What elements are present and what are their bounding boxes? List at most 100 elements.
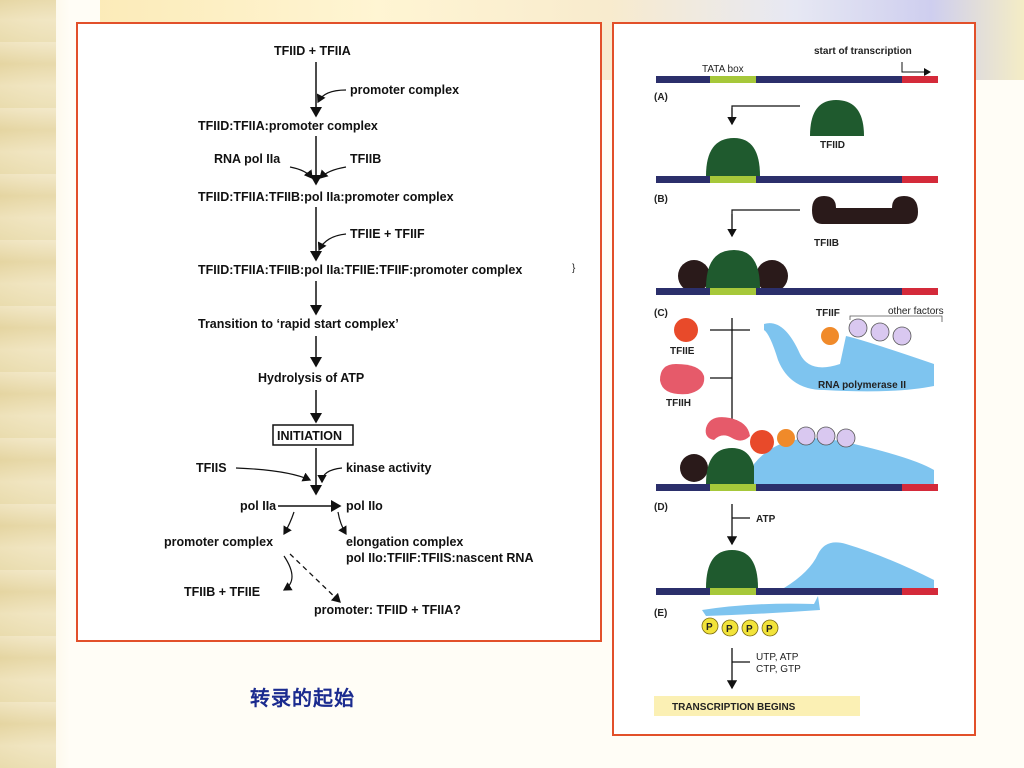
step-atp-hydrolysis: Hydrolysis of ATP <box>258 371 364 385</box>
phosphate-3-label: P <box>746 624 753 635</box>
label-tfiis: TFIIS <box>196 461 227 475</box>
pathway-diagram: TFIID + TFIIA promoter complex TFIID:TFI… <box>164 44 576 617</box>
tfiif-bound <box>777 429 795 447</box>
label-start-transcription: start of transcription <box>814 46 912 57</box>
other-factor-3 <box>892 326 912 346</box>
label-promoter-complex-out: promoter complex <box>164 535 273 549</box>
tfiib-right-c <box>756 260 788 292</box>
panel-label-c: (C) <box>654 308 668 319</box>
phosphate-1 <box>701 617 719 635</box>
label-ntp-1: UTP, ATP <box>756 652 799 663</box>
panel-label-d: (D) <box>654 502 668 513</box>
label-promoter-complex-in: promoter complex <box>350 83 459 97</box>
other-factor-2 <box>870 322 890 342</box>
tfiif-protein-c <box>821 327 839 345</box>
label-pol-iia: pol IIa <box>240 499 277 513</box>
arrow-tfiib-bind <box>731 209 800 234</box>
phosphate-2 <box>721 619 739 637</box>
dna-strand-a <box>656 76 938 83</box>
label-tata-box: TATA box <box>702 64 744 75</box>
panel-label-e: (E) <box>654 608 667 619</box>
tfiib-protein <box>812 196 918 224</box>
arrow-tfiid-bind <box>731 105 800 120</box>
phosphate-3 <box>741 619 759 637</box>
tata-box-a <box>710 76 756 83</box>
label-tfiib-in: TFIIB <box>350 152 381 166</box>
label-tfiif: TFIIF <box>816 308 840 319</box>
rna-polymerase-e <box>784 542 934 592</box>
tfiih-protein <box>660 364 705 395</box>
tfiih-bound <box>705 417 750 441</box>
tfiib-left-d <box>680 454 708 482</box>
tfiid-protein-b <box>706 138 760 176</box>
label-tfiih: TFIIH <box>666 398 691 409</box>
arrow-start-site <box>901 62 931 76</box>
start-site-b <box>902 176 938 183</box>
rna-polymerase-d <box>754 438 934 484</box>
phosphate-1-label: P <box>706 622 713 633</box>
label-elongation-complex: elongation complex <box>346 535 463 549</box>
step-tfiid-tfiia: TFIID + TFIIA <box>274 44 351 58</box>
arrow-promoter-in <box>316 89 347 104</box>
tata-box-e <box>710 588 756 595</box>
label-transcription-begins: TRANSCRIPTION BEGINS <box>672 702 796 713</box>
begins-band <box>654 696 860 716</box>
label-rna-polymerase: RNA polymerase II <box>818 380 906 391</box>
panel-label-a: (A) <box>654 92 668 103</box>
label-elongation-detail: pol IIo:TFIIF:TFIIS:nascent RNA <box>346 551 534 565</box>
phosphate-2-label: P <box>726 624 733 635</box>
step-initiation: INITIATION <box>277 429 342 443</box>
arrow-pol-in <box>289 166 313 179</box>
phosphate-group: P P P P <box>701 617 779 637</box>
label-atp: ATP <box>756 514 776 525</box>
panel-label-b: (B) <box>654 194 668 205</box>
arrow-to-elongation <box>337 511 347 536</box>
label-ntp-2: CTP, GTP <box>756 664 801 675</box>
label-promoter-return: promoter: TFIID + TFIIA? <box>314 603 461 617</box>
tfiid-protein-d <box>706 448 756 484</box>
start-site-c <box>902 288 938 295</box>
start-site-a <box>902 76 938 83</box>
tfiie-bound <box>750 430 774 454</box>
arrow-tfiie-in <box>317 233 347 252</box>
label-rna-pol-iia: RNA pol IIa <box>214 152 281 166</box>
arrow-kinase <box>317 467 343 484</box>
arrow-promoter-return <box>289 553 341 603</box>
dna-strand-d <box>656 484 938 491</box>
polymerase-ctd-tail <box>702 596 820 616</box>
label-tfiid: TFIID <box>820 140 845 151</box>
phosphate-4 <box>761 619 779 637</box>
initiation-box <box>272 424 354 446</box>
other-factor-1 <box>848 318 868 338</box>
scan-mark: } <box>572 263 576 274</box>
label-pol-iio: pol IIo <box>346 499 383 513</box>
phosphate-4-label: P <box>766 624 773 635</box>
step-with-tfiib-pol: TFIID:TFIIA:TFIIB:pol IIa:promoter compl… <box>198 190 454 204</box>
tata-box-b <box>710 176 756 183</box>
dna-strand-b <box>656 176 938 183</box>
tfiie-protein <box>674 318 698 342</box>
arrow-tfiib-in <box>319 166 347 179</box>
pathway-diagram-panel: TFIID + TFIIA promoter complex TFIID:TFI… <box>76 22 602 642</box>
left-decor-strip <box>0 0 56 768</box>
arrow-tfiis <box>235 467 312 482</box>
tfiid-protein-c <box>706 250 760 288</box>
tata-box-c <box>710 288 756 295</box>
tfiib-left-c <box>678 260 710 292</box>
label-tfiib: TFIIB <box>814 238 839 249</box>
start-site-e <box>902 588 938 595</box>
dna-strand-c <box>656 288 938 295</box>
label-tfiie-tfiif-in: TFIIE + TFIIF <box>350 227 425 241</box>
slide-caption: 转录的起始 <box>250 686 355 710</box>
arrow-release-factors <box>282 555 293 591</box>
tata-box-d <box>710 484 756 491</box>
rna-polymerase-c <box>764 323 934 392</box>
step-rapid-start: Transition to ‘rapid start complex’ <box>198 317 399 331</box>
step-preinitiation-complex: TFIID:TFIIA:TFIIB:pol IIa:TFIIE:TFIIF:pr… <box>198 263 522 277</box>
dna-strand-e <box>656 588 938 595</box>
tfiid-protein-a <box>810 100 864 136</box>
label-tfiie: TFIIE <box>670 346 695 357</box>
label-other-factors: other factors <box>888 306 944 317</box>
arrow-to-promoter-complex <box>283 511 295 536</box>
tfiid-protein-e <box>706 550 758 588</box>
